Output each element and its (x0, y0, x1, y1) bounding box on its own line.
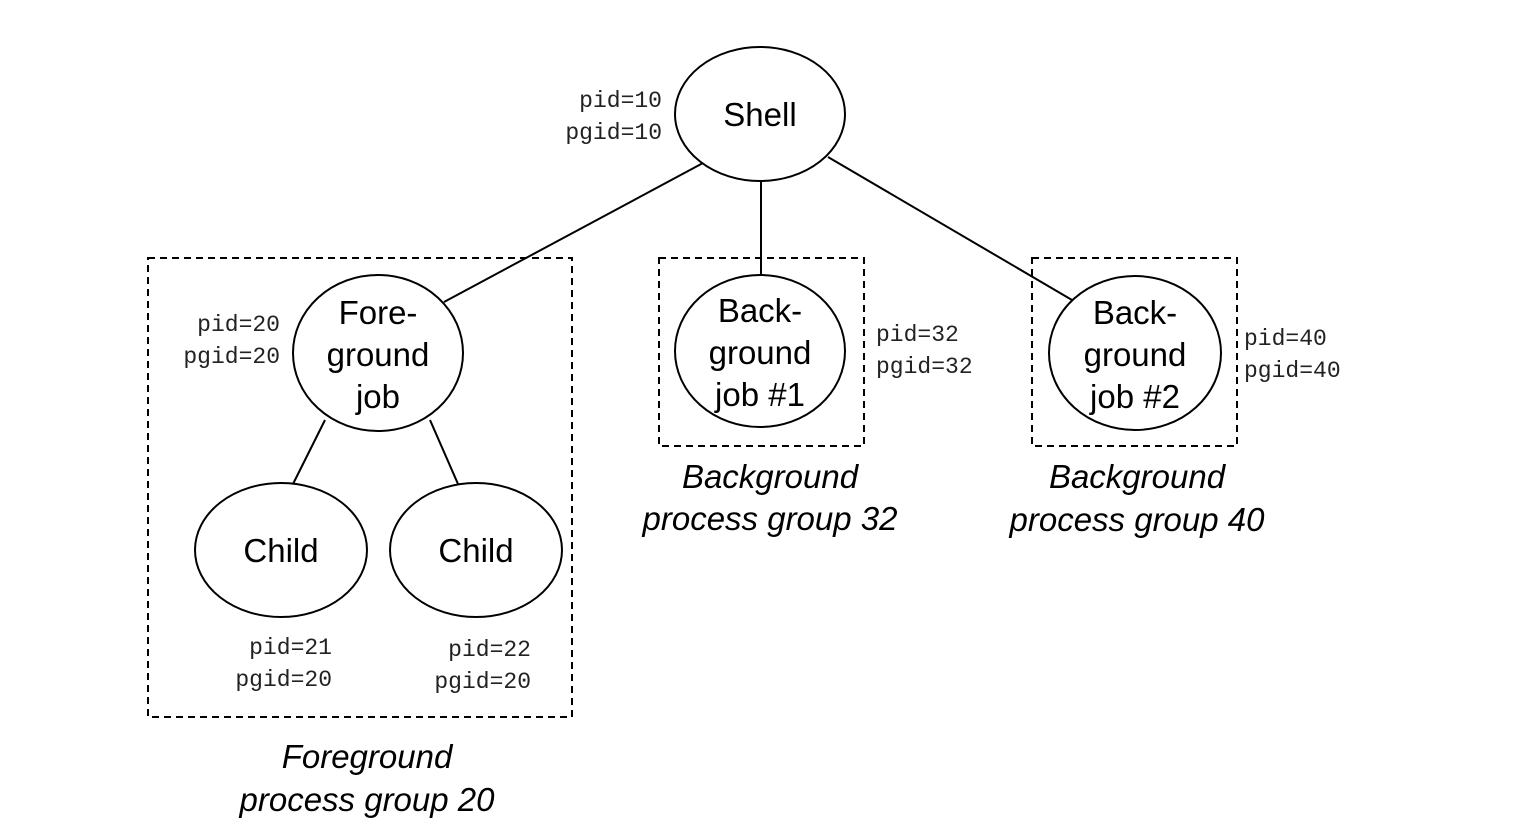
background-job-1-pgid: pgid=32 (876, 354, 973, 380)
background-group-40-caption-line-1: Background (1049, 458, 1227, 495)
node-foreground-job-line-2: ground (327, 336, 430, 373)
node-background-job-2-line-3: job #2 (1089, 378, 1180, 415)
node-child-1-label: Child (243, 532, 318, 569)
child-2-pgid: pgid=20 (434, 669, 531, 695)
foreground-job-pgid: pgid=20 (183, 344, 280, 370)
background-group-40-caption-line-2: process group 40 (1009, 501, 1266, 538)
node-shell: Shell (674, 46, 846, 182)
background-group-40-box (1031, 257, 1238, 447)
shell-pgid: pgid=10 (565, 120, 662, 146)
edge-foreground-child-2 (429, 419, 459, 485)
foreground-group-caption-line-1: Foreground (282, 738, 454, 775)
node-foreground-job-line-1: Fore- (339, 294, 418, 331)
node-shell-label: Shell (723, 96, 796, 133)
node-background-job-1: Back- ground job #1 (674, 274, 846, 428)
node-background-job-2-line-2: ground (1084, 336, 1187, 373)
node-child-2: Child (389, 482, 563, 618)
node-child-2-ellipse (389, 482, 563, 618)
foreground-group-caption-line-2: process group 20 (239, 781, 496, 818)
background-job-2-pid: pid=40 (1244, 326, 1327, 352)
edge-foreground-child-1 (292, 419, 326, 485)
child-2-pid: pid=22 (448, 637, 531, 663)
edge-shell-background-2 (827, 156, 1073, 301)
node-background-job-2-ellipse (1048, 275, 1222, 431)
background-job-1-pid: pid=32 (876, 322, 959, 348)
child-1-pgid: pgid=20 (235, 667, 332, 693)
node-child-2-label: Child (438, 532, 513, 569)
node-foreground-job-line-3: job (355, 378, 400, 415)
background-group-32-caption-line-1: Background (682, 458, 860, 495)
node-background-job-1-ellipse (674, 274, 846, 428)
node-shell-ellipse (674, 46, 846, 182)
node-background-job-2: Back- ground job #2 (1048, 275, 1222, 431)
node-child-1-ellipse (194, 482, 368, 618)
foreground-group-box (147, 257, 573, 718)
node-child-1: Child (194, 482, 368, 618)
child-1-pid: pid=21 (249, 635, 332, 661)
node-background-job-2-line-1: Back- (1093, 294, 1177, 331)
edge-shell-foreground (443, 162, 704, 303)
node-foreground-job-ellipse (292, 274, 464, 432)
foreground-job-pid: pid=20 (197, 312, 280, 338)
node-background-job-1-line-1: Back- (718, 292, 802, 329)
node-background-job-1-line-2: ground (709, 334, 812, 371)
shell-pid: pid=10 (579, 88, 662, 114)
node-background-job-1-line-3: job #1 (714, 376, 805, 413)
node-foreground-job: Fore- ground job (292, 274, 464, 432)
background-group-32-caption-line-2: process group 32 (642, 500, 898, 537)
background-job-2-pgid: pgid=40 (1244, 358, 1341, 384)
